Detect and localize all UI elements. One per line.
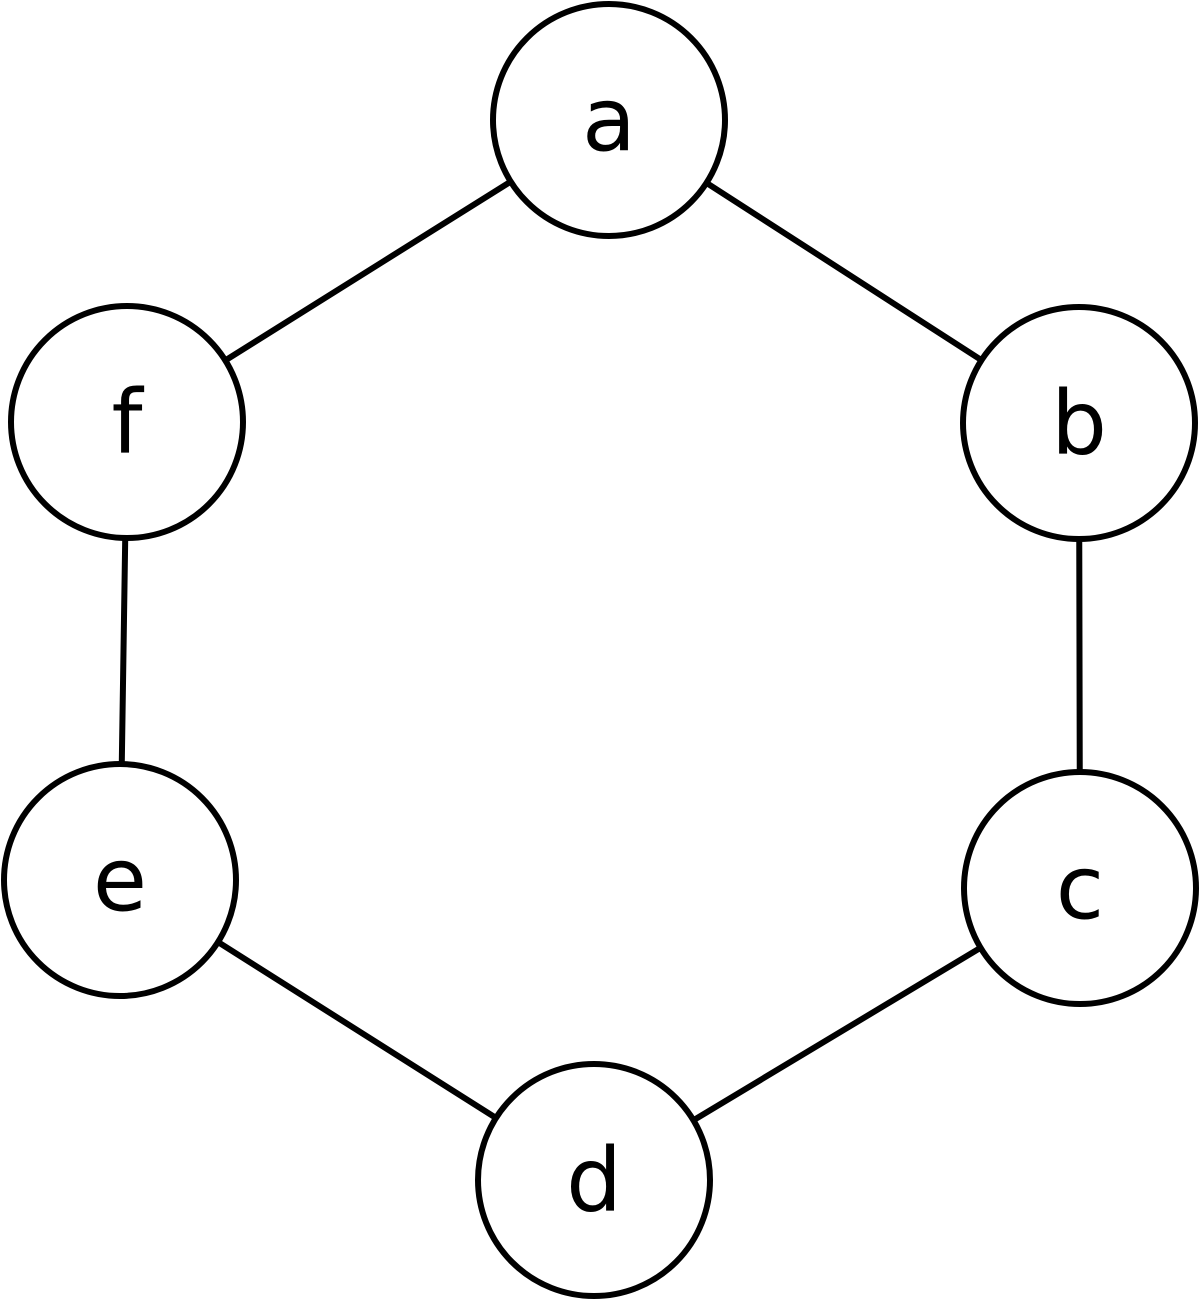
node-a: a [490, 1, 728, 239]
node-circle-c [961, 769, 1199, 1007]
node-f: f [8, 303, 246, 541]
node-circle-a [490, 1, 728, 239]
node-circle-b [960, 304, 1198, 542]
node-d: d [475, 1061, 713, 1299]
node-circle-d [475, 1061, 713, 1299]
node-label-c: c [1056, 837, 1104, 940]
node-circle-e [1, 761, 239, 999]
node-label-b: b [1051, 372, 1107, 475]
node-label-e: e [93, 829, 147, 932]
node-e: e [1, 761, 239, 999]
node-circle-f [8, 303, 246, 541]
node-b: b [960, 304, 1198, 542]
node-label-d: d [566, 1129, 622, 1232]
node-label-f: f [112, 371, 145, 474]
node-label-a: a [582, 69, 636, 172]
node-c: c [961, 769, 1199, 1007]
edges-layer [117, 117, 1083, 1183]
